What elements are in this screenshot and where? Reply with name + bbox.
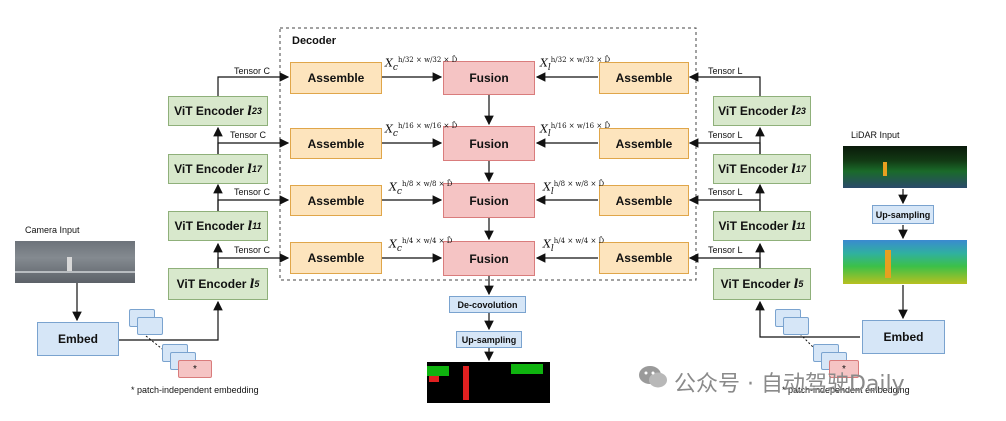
lidar-dense-image xyxy=(843,240,967,284)
wechat-icon xyxy=(638,365,668,389)
vit-layer-symbol: l xyxy=(791,104,796,118)
camera-input-label: Camera Input xyxy=(25,225,80,235)
vit-layer-symbol: l xyxy=(249,277,255,291)
assemble-left-1: Assemble xyxy=(290,62,382,94)
fusion-1: Fusion xyxy=(443,61,535,95)
tensor-right-3: Tensor L xyxy=(708,187,743,197)
assemble-right-3: Assemble xyxy=(599,185,689,216)
patch-right-2 xyxy=(783,317,809,335)
seg-red-figure xyxy=(463,366,469,400)
x-camera-label-1: Xch/32 × w/32 × D̂ xyxy=(385,56,458,73)
segmentation-output-image xyxy=(427,362,550,403)
patch-left-2 xyxy=(137,317,163,335)
vit-layer-index: 11 xyxy=(252,221,262,231)
x-lidar-label-4: Xlh/4 × w/4 × D̂ xyxy=(543,237,605,254)
vit-layer-index: 5 xyxy=(798,279,804,289)
deconvolution-box: De-covolution xyxy=(449,296,526,313)
vit-layer-index: 17 xyxy=(251,164,262,174)
assemble-right-2: Assemble xyxy=(599,128,689,159)
vit-label: ViT Encoder xyxy=(718,104,788,118)
vit-layer-index: 5 xyxy=(254,279,260,289)
lidar-upsampling-box: Up-sampling xyxy=(872,205,934,224)
patch-note-right: * patch-independent embedding xyxy=(782,385,910,395)
x-camera-label-2: Xch/16 × w/16 × D̂ xyxy=(385,122,458,139)
fusion-3: Fusion xyxy=(443,183,535,218)
tensor-right-2: Tensor L xyxy=(708,130,743,140)
vit-label: ViT Encoder xyxy=(718,162,788,176)
vit-label: ViT Encoder xyxy=(174,162,244,176)
lidar-input-label: LiDAR Input xyxy=(851,130,900,140)
assemble-right-4: Assemble xyxy=(599,242,689,274)
tensor-right-1: Tensor L xyxy=(708,66,743,76)
vit-layer-symbol: l xyxy=(793,277,799,291)
tensor-right-4: Tensor L xyxy=(708,245,743,255)
x-camera-label-4: Xch/4 × w/4 × D̂ xyxy=(389,237,453,254)
patch-left-star: * xyxy=(178,360,212,378)
seg-red-left xyxy=(429,376,439,382)
vit-layer-index: 17 xyxy=(795,164,806,174)
decoder-title: Decoder xyxy=(292,35,337,47)
vit-layer-index: 23 xyxy=(251,106,262,116)
vit-layer-index: 23 xyxy=(795,106,806,116)
assemble-left-4: Assemble xyxy=(290,242,382,274)
x-camera-label-3: Xch/8 × w/8 × D̂ xyxy=(389,180,453,197)
tensor-left-2: Tensor C xyxy=(230,130,267,140)
seg-green-right xyxy=(511,364,543,374)
x-lidar-label-3: Xlh/8 × w/8 × D̂ xyxy=(543,180,605,197)
tensor-left-4: Tensor C xyxy=(234,245,271,255)
assemble-right-1: Assemble xyxy=(599,62,689,94)
seg-green-left xyxy=(427,366,449,376)
vit-label: ViT Encoder xyxy=(174,104,244,118)
x-lidar-label-1: Xlh/32 × w/32 × D̂ xyxy=(540,56,611,73)
road-marking xyxy=(15,271,135,273)
assemble-left-3: Assemble xyxy=(290,185,382,216)
lidar-dense-object xyxy=(885,250,891,278)
vit-label: ViT Encoder xyxy=(718,219,789,233)
upsampling-box: Up-sampling xyxy=(456,331,522,348)
watermark-text: 公众号 · 自动驾驶Daily xyxy=(674,372,905,397)
vit-layer-symbol: l xyxy=(247,219,253,233)
vit-layer-symbol: l xyxy=(791,162,796,176)
vit-layer-symbol: l xyxy=(791,219,797,233)
tensor-left-3: Tensor C xyxy=(234,187,271,197)
vit-layer-symbol: l xyxy=(247,162,252,176)
tensor-left-1: Tensor C xyxy=(234,66,271,76)
lidar-object xyxy=(883,162,887,176)
x-lidar-label-2: Xlh/16 × w/16 × D̂ xyxy=(540,122,611,139)
vit-layer-symbol: l xyxy=(247,104,252,118)
lidar-sparse-image xyxy=(843,146,967,188)
assemble-left-2: Assemble xyxy=(290,128,382,159)
vit-label: ViT Encoder xyxy=(720,277,791,291)
embed-right: Embed xyxy=(862,320,945,354)
pedestrian-figure xyxy=(67,257,72,273)
patch-note-left: * patch-independent embedding xyxy=(131,385,259,395)
fusion-2: Fusion xyxy=(443,126,535,161)
fusion-4: Fusion xyxy=(443,241,535,276)
vit-label: ViT Encoder xyxy=(174,219,245,233)
patch-right-star: * xyxy=(829,360,859,378)
vit-layer-index: 11 xyxy=(796,221,806,231)
embed-left: Embed xyxy=(37,322,119,356)
vit-label: ViT Encoder xyxy=(176,277,247,291)
camera-image xyxy=(15,241,135,283)
